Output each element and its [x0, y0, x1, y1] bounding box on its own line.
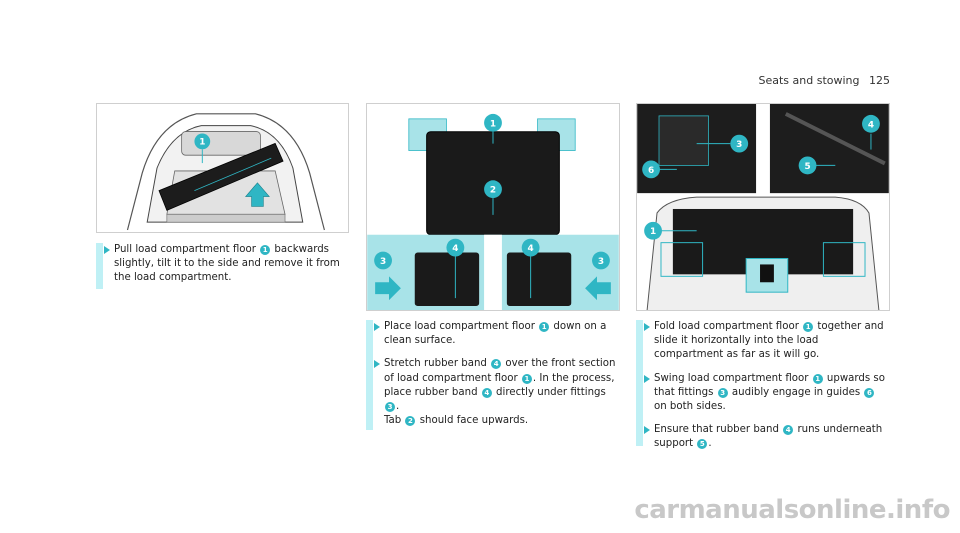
step-text: . — [396, 401, 400, 413]
callout-number: 1 — [539, 322, 550, 332]
step-arrow-icon — [374, 323, 380, 331]
callout-number: 3 — [385, 402, 395, 413]
callout-number: 1 — [260, 245, 271, 255]
install-illustration: 4 3 6 5 1 — [637, 104, 889, 310]
callout-number: 1 — [812, 373, 823, 384]
step-arrow-icon — [374, 360, 380, 369]
step-text: over the front section of load compartme… — [384, 358, 616, 384]
step-text: backwards slightly, tilt it to the side … — [114, 244, 340, 284]
page-number: 125 — [869, 74, 890, 87]
step-text: Stretch rubber band — [384, 358, 491, 370]
callout-3 — [730, 134, 749, 153]
section-title: Seats and stowing — [758, 74, 860, 87]
step-text: Pull load compartment floor — [114, 244, 260, 255]
callout-number: 3 — [717, 387, 728, 398]
callout-label: 1 — [650, 227, 656, 237]
callout-1 — [644, 221, 662, 240]
highlight-bar — [96, 243, 103, 289]
instruction-step: Place load compartment floor 1 down on a… — [366, 320, 620, 348]
callout-label: 1 — [490, 119, 496, 129]
instruction-step: Pull load compartment floor 1 backwards … — [96, 243, 349, 286]
callout-label: 3 — [736, 140, 742, 150]
step-arrow-icon — [104, 246, 110, 254]
figure-left-trunk: 1 — [96, 103, 349, 233]
callout-number: 2 — [405, 416, 416, 427]
callout-4 — [446, 238, 465, 257]
callout-3 — [374, 251, 392, 270]
step-text: runs underneath support — [654, 424, 883, 450]
step-text: Place load compartment floor — [384, 321, 539, 332]
instruction-step: Stretch rubber band 4 over the front sec… — [366, 357, 620, 428]
highlight-bar — [366, 320, 373, 430]
callout-label: 1 — [199, 137, 205, 147]
callout-label: 2 — [490, 186, 496, 196]
column-left: Pull load compartment floor 1 backwards … — [96, 243, 349, 295]
callout-1 — [194, 133, 211, 150]
callout-label: 6 — [648, 166, 654, 176]
page-header: Seats and stowing 125 — [758, 74, 890, 87]
callout-label: 4 — [868, 120, 874, 130]
callout-4 — [521, 238, 540, 257]
step-text: should face upwards. — [416, 415, 529, 427]
step-text: directly under fittings — [492, 386, 606, 398]
callout-label: 4 — [528, 244, 534, 254]
step-text: Ensure that rubber band — [654, 424, 783, 436]
callout-number: 1 — [803, 322, 814, 332]
callout-6 — [642, 160, 660, 179]
callout-4 — [862, 114, 880, 133]
step-arrow-icon — [644, 426, 650, 435]
step-arrow-icon — [644, 374, 650, 383]
step-text: upwards so that fittings — [654, 372, 885, 398]
callout-number: 1 — [521, 373, 532, 384]
step-text: Swing load compartment floor — [654, 372, 812, 384]
watermark: carmanualsonline.info — [634, 495, 950, 525]
step-text: down on a clean surface. — [384, 321, 607, 347]
callout-number: 4 — [491, 359, 502, 370]
callout-5 — [798, 156, 817, 175]
callout-label: 3 — [598, 257, 604, 267]
figure-right-install: 4 3 6 5 1 — [636, 103, 890, 311]
callout-2 — [484, 180, 502, 199]
instruction-step: Fold load compartment floor 1 together a… — [636, 320, 890, 363]
callout-1 — [484, 113, 502, 132]
trunk-illustration: 1 — [97, 104, 348, 232]
step-text: . — [708, 438, 712, 450]
floor-illustration: 1 2 3 4 4 3 — [367, 104, 619, 310]
instruction-step: Swing load compartment floor 1 upwards s… — [636, 372, 890, 415]
step-text: . In the process, place rubber band — [384, 372, 615, 398]
step-arrow-icon — [644, 323, 650, 331]
callout-number: 4 — [783, 425, 794, 436]
column-right: Fold load compartment floor 1 together a… — [636, 320, 890, 461]
figure-middle-floor: 1 2 3 4 4 3 — [366, 103, 620, 311]
column-middle: Place load compartment floor 1 down on a… — [366, 320, 620, 437]
callout-3 — [592, 251, 610, 270]
callout-label: 4 — [452, 244, 458, 254]
highlight-bar — [636, 320, 643, 446]
step-text: together and slide it horizontally into … — [654, 321, 884, 361]
instruction-step: Ensure that rubber band 4 runs underneat… — [636, 423, 890, 451]
step-text: Fold load compartment floor — [654, 321, 803, 332]
callout-number: 4 — [481, 387, 492, 398]
step-text: on both sides. — [654, 401, 726, 413]
step-text: Tab — [384, 415, 405, 427]
callout-label: 3 — [380, 257, 386, 267]
callout-label: 5 — [804, 162, 810, 172]
callout-number: 6 — [864, 387, 875, 398]
callout-number: 5 — [697, 439, 708, 450]
step-text: audibly engage in guides — [728, 386, 864, 398]
